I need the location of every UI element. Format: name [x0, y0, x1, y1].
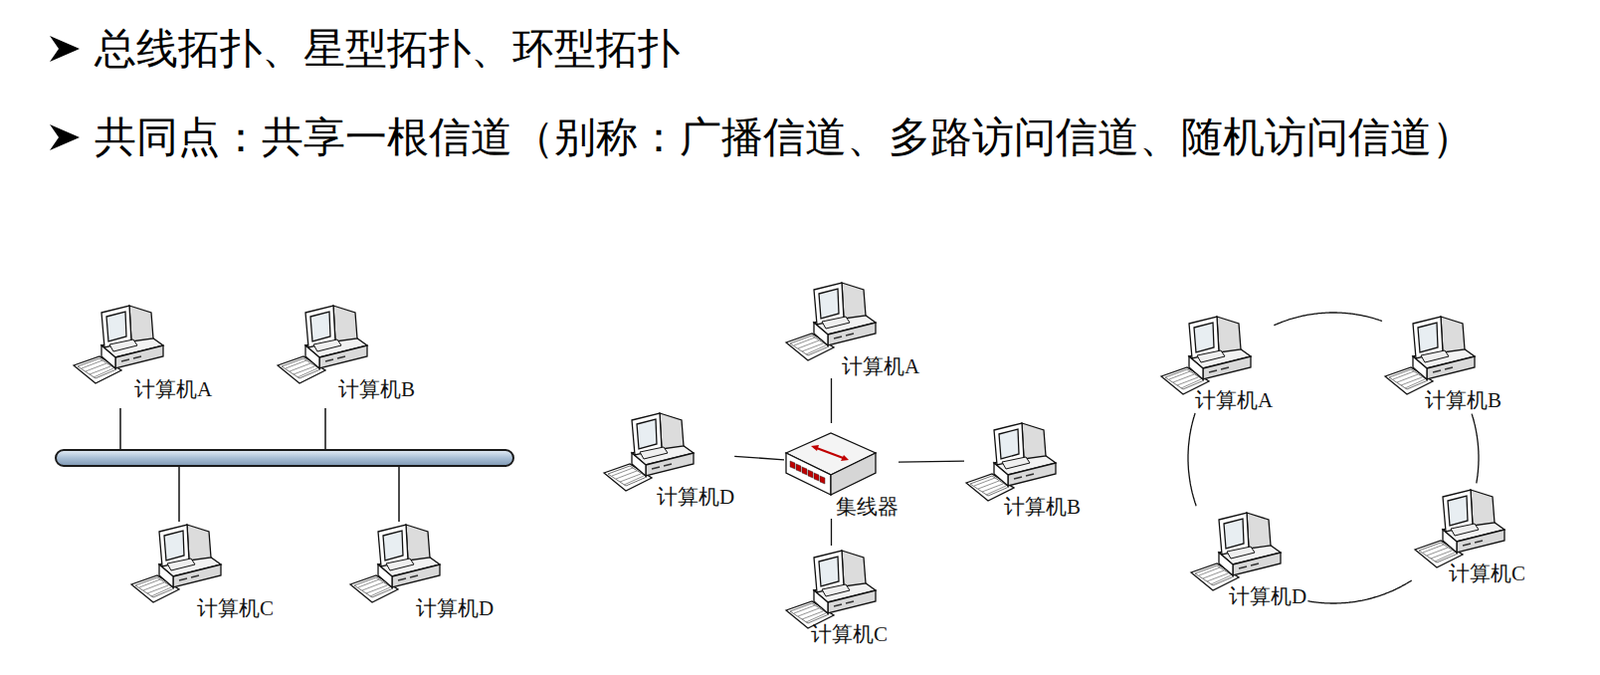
- computer-icon: [1383, 311, 1478, 397]
- node-label: 计算机D: [1228, 584, 1307, 608]
- node-label: 计算机B: [1424, 388, 1502, 412]
- link-line: [898, 460, 965, 463]
- node-label: 计算机C: [1448, 561, 1526, 586]
- bus-cable: [55, 449, 514, 466]
- computer-icon: [601, 407, 697, 493]
- computer-icon: [1159, 311, 1254, 397]
- bullet-arrow: [49, 35, 80, 62]
- computer-icon: [784, 545, 879, 630]
- bullet-text: 共同点：共享一根信道（别称：广播信道、多路访问信道、随机访问信道）: [94, 112, 1474, 163]
- computer-icon: [784, 277, 879, 363]
- node-label: 计算机B: [1003, 494, 1081, 519]
- computer-node: 计算机B: [1383, 311, 1502, 412]
- computer-node: 计算机A: [784, 277, 920, 379]
- computer-icon: [71, 300, 167, 386]
- computer-node: 计算机D: [1189, 507, 1307, 608]
- node-label: 计算机A: [1195, 388, 1273, 412]
- bullet-text: 总线拓扑、星型拓扑、环型拓扑: [94, 23, 680, 74]
- computer-node: 计算机A: [71, 300, 212, 401]
- link-line: [830, 378, 832, 423]
- bus-drop: [398, 464, 400, 522]
- bullet-arrow: [49, 124, 80, 151]
- node-label: 计算机B: [338, 377, 415, 401]
- computer-node: 计算机B: [964, 417, 1081, 519]
- computer-node: 计算机B: [275, 300, 415, 401]
- hub-node: 集线器: [784, 422, 899, 519]
- bus-drop: [178, 464, 181, 522]
- link-line: [1273, 312, 1383, 326]
- computer-icon: [129, 519, 224, 604]
- node-label: 集线器: [835, 494, 899, 519]
- computer-icon: [964, 417, 1059, 503]
- node-label: 计算机C: [810, 621, 888, 646]
- computer-icon: [1412, 484, 1508, 570]
- computer-node: 计算机D: [348, 519, 494, 620]
- link-line: [830, 518, 832, 546]
- computer-node: 计算机C: [1412, 484, 1526, 586]
- computer-node: 计算机C: [784, 545, 888, 646]
- computer-node: 计算机C: [129, 519, 274, 620]
- computer-node: 计算机D: [601, 407, 735, 509]
- bus-drop: [324, 407, 327, 451]
- computer-icon: [1189, 507, 1284, 593]
- link-line: [1188, 412, 1197, 506]
- link-line: [1307, 580, 1411, 603]
- computer-icon: [348, 519, 443, 604]
- link-line: [734, 455, 785, 459]
- computer-node: 计算机A: [1159, 311, 1273, 412]
- node-label: 计算机D: [656, 484, 735, 509]
- node-label: 计算机A: [134, 377, 212, 401]
- node-label: 计算机A: [841, 354, 920, 379]
- bus-drop: [119, 407, 122, 451]
- hub-icon: [784, 422, 879, 503]
- link-line: [1471, 413, 1479, 484]
- computer-icon: [275, 300, 371, 386]
- node-label: 计算机C: [197, 596, 274, 620]
- node-label: 计算机D: [415, 596, 494, 620]
